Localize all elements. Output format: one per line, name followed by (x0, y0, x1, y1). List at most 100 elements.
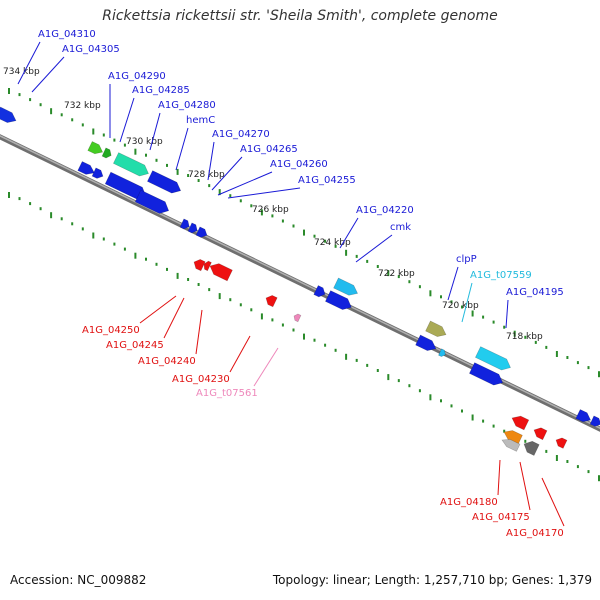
lower-tick-mark (587, 470, 590, 474)
upper-tick-mark (482, 315, 485, 319)
upper-tick-mark (313, 234, 316, 238)
upper-tick-mark (29, 98, 32, 102)
upper-tick-mark (145, 153, 147, 157)
gene-arrow (0, 106, 17, 123)
gene-arrow (134, 189, 170, 214)
lower-tick-mark (566, 460, 569, 463)
upper-tick-mark (166, 163, 168, 167)
lower-tick-mark (303, 333, 305, 340)
upper-tick-mark (176, 168, 179, 175)
upper-tick-mark (292, 224, 295, 228)
reverse-gene-label: A1G_04250 (82, 325, 140, 336)
gene-arrow (511, 415, 530, 431)
gene-arrow (195, 226, 208, 238)
forward-gene-label: A1G_04305 (62, 44, 120, 55)
upper-tick-mark (355, 254, 358, 258)
upper-tick-mark (303, 229, 305, 236)
gene-arrow (203, 260, 212, 272)
upper-tick-mark (598, 371, 600, 378)
lower-tick-mark (218, 293, 221, 300)
upper-tick-mark (587, 366, 590, 370)
gene-arrow (425, 320, 447, 337)
upper-tick-mark (534, 340, 537, 344)
gene-arrow (324, 290, 352, 310)
forward-leader-line (447, 266, 459, 301)
lower-tick-mark (250, 308, 253, 312)
upper-tick-mark (555, 351, 558, 357)
gene-arrow (313, 285, 326, 298)
lower-tick-mark (81, 227, 84, 231)
reverse-gene-label: A1G_04230 (172, 374, 230, 385)
upper-tick-mark (408, 280, 411, 284)
lower-tick-mark (123, 247, 126, 251)
reverse-leader-line (229, 335, 251, 373)
forward-leader-line (149, 112, 161, 151)
upper-tick-mark (8, 88, 10, 94)
tick-label: 728 kbp (188, 170, 225, 180)
gene-arrow (503, 430, 523, 445)
forward-gene-label: A1G_t07559 (470, 270, 532, 281)
lower-tick-mark (503, 429, 506, 433)
upper-tick-mark (450, 300, 453, 304)
lower-tick-mark (429, 394, 432, 401)
lower-tick-mark (471, 414, 474, 421)
upper-tick-mark (503, 325, 506, 329)
forward-gene-label: A1G_04265 (240, 144, 298, 155)
upper-tick-mark (60, 113, 63, 117)
forward-leader-line (227, 187, 301, 199)
gene-arrow (293, 313, 302, 323)
upper-tick-mark (208, 184, 211, 188)
tick-label: 718 kbp (506, 332, 543, 342)
lower-tick-mark (29, 202, 32, 206)
gene-arrow (87, 141, 104, 155)
lower-tick-mark (208, 288, 211, 292)
reverse-gene-label: A1G_04180 (440, 497, 498, 508)
gene-arrow (101, 147, 112, 159)
lower-tick-mark (334, 348, 337, 352)
tick-label: 726 kbp (252, 205, 289, 215)
reverse-leader-line (519, 461, 531, 511)
upper-tick-mark (418, 285, 421, 289)
reverse-leader-line (195, 309, 203, 355)
forward-leader-line (17, 41, 41, 85)
lower-tick-mark (576, 465, 579, 469)
forward-leader-line (461, 282, 473, 323)
lower-tick-mark (166, 267, 168, 271)
upper-tick-mark (92, 128, 95, 135)
upper-tick-mark (134, 148, 137, 155)
upper-tick-mark (81, 123, 84, 127)
backbone-highlight (0, 135, 600, 429)
forward-leader-line (119, 97, 135, 143)
gene-arrow (112, 152, 149, 177)
lower-tick-mark (355, 358, 358, 362)
forward-gene-label: A1G_04270 (212, 129, 270, 140)
forward-leader-line (31, 56, 65, 93)
accession-text: Accession: NC_009882 (10, 573, 147, 587)
gene-arrow (333, 277, 359, 296)
lower-tick-mark (461, 409, 463, 413)
reverse-gene-label: A1G_04245 (106, 340, 164, 351)
reverse-gene-label: A1G_t07561 (196, 388, 258, 399)
tick-label: 722 kbp (378, 269, 415, 279)
reverse-gene-label: A1G_04175 (472, 512, 530, 523)
gene-arrow (91, 167, 104, 179)
lower-tick-mark (545, 449, 548, 453)
forward-gene-label: clpP (456, 254, 477, 265)
gene-arrow (193, 259, 206, 272)
upper-tick-mark (471, 310, 474, 317)
upper-tick-mark (566, 356, 569, 359)
upper-tick-mark (50, 108, 53, 115)
upper-tick-mark (250, 204, 253, 208)
lower-tick-mark (50, 212, 53, 219)
upper-tick-mark (281, 219, 284, 223)
upper-tick-mark (218, 189, 221, 196)
tick-label: 734 kbp (3, 67, 40, 77)
upper-tick-mark (376, 265, 379, 268)
upper-tick-mark (461, 305, 463, 309)
forward-leader-line (211, 156, 243, 191)
lower-tick-mark (292, 328, 295, 332)
gene-arrow (187, 222, 198, 234)
gene-arrow (501, 439, 521, 452)
upper-tick-mark (155, 158, 158, 162)
gene-arrow (575, 409, 592, 423)
